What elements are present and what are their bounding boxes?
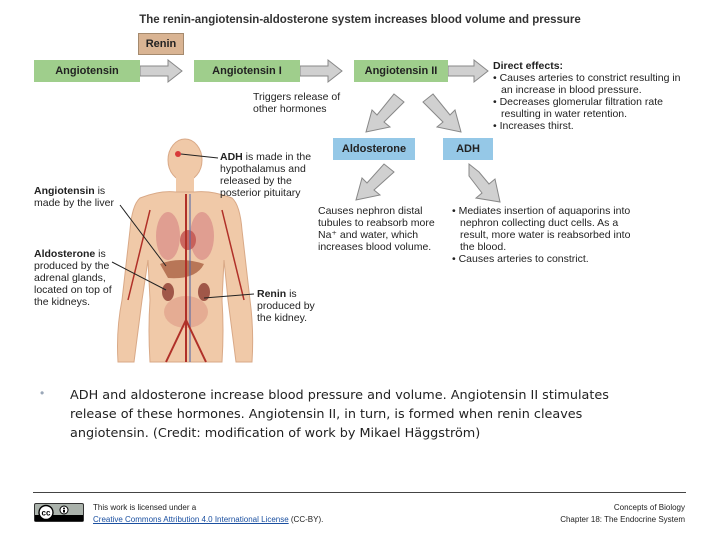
arrow-angiotensin-2-to-effects <box>447 58 489 84</box>
human-body-illustration <box>111 138 255 363</box>
aldosterone-box: Aldosterone <box>333 138 415 160</box>
direct-effects-list: • Causes arteries to constrict resulting… <box>493 72 688 132</box>
angiotensin-label: Angiotensin is made by the liver <box>34 185 114 209</box>
arrow-adh-effect <box>468 162 501 203</box>
aldosterone-effect-line-3: Na⁺ and water, which <box>318 229 419 241</box>
license-suffix: (CC-BY). <box>288 515 324 524</box>
arrow-angiotensin-1-to-angiotensin-2 <box>299 58 343 84</box>
book-credit: Concepts of Biology Chapter 18: The Endo… <box>560 502 685 526</box>
direct-effect-item: • Decreases glomerular filtration rate r… <box>493 96 663 120</box>
figure-caption: ADH and aldosterone increase blood press… <box>70 388 609 441</box>
triggers-note-line-2: other hormones <box>253 103 327 115</box>
diagram-graphics <box>111 58 501 363</box>
cc-license-badge: cc <box>34 503 84 522</box>
direct-effect-item: • Increases thirst. <box>493 120 574 132</box>
footer-divider <box>33 492 686 493</box>
license-prefix: This work is licensed under a <box>93 503 197 512</box>
angiotensin-2-box: Angiotensin II <box>354 60 448 82</box>
adh-label: ADH is made in the hypothalamus and rele… <box>220 151 312 199</box>
cc-badge-text: cc <box>42 509 51 518</box>
adh-box: ADH <box>443 138 493 160</box>
adh-effect-item: • Causes arteries to constrict. <box>452 253 589 265</box>
direct-effects: Direct effects: • Causes arteries to con… <box>493 60 688 132</box>
direct-effect-item: • Causes arteries to constrict resulting… <box>493 72 681 96</box>
cc-icon: cc <box>35 504 83 521</box>
arrow-to-aldosterone <box>365 93 405 133</box>
aldosterone-effect: Causes nephron distal tubules to reabsor… <box>318 205 448 253</box>
aldosterone-label: Aldosterone is produced by the adrenal g… <box>34 248 112 308</box>
direct-effects-heading: Direct effects: <box>493 60 564 72</box>
aldosterone-effect-line-2: tubules to reabsorb more <box>318 217 435 229</box>
caption-bullet: • <box>40 386 45 400</box>
renin-box: Renin <box>138 33 184 55</box>
aldosterone-effect-line-1: Causes nephron distal <box>318 205 423 217</box>
arrow-aldosterone-effect <box>355 163 395 201</box>
aldosterone-effect-line-4: increases blood volume. <box>318 241 432 253</box>
license-text: This work is licensed under a Creative C… <box>93 502 323 526</box>
adh-effect-item: • Mediates insertion of aquaporins into … <box>452 205 631 253</box>
renin-label: Renin is produced by the kidney. <box>257 288 315 324</box>
angiotensin-1-box: Angiotensin I <box>194 60 300 82</box>
angiotensin-box: Angiotensin <box>34 60 140 82</box>
license-link[interactable]: Creative Commons Attribution 4.0 Interna… <box>93 515 289 524</box>
arrow-angiotensin-to-angiotensin-1 <box>139 58 183 84</box>
triggers-note: Triggers release of other hormones <box>253 91 340 115</box>
diagram-title: The renin-angiotensin-aldosterone system… <box>139 14 581 26</box>
triggers-note-line-1: Triggers release of <box>253 91 341 103</box>
adh-effects-list: • Mediates insertion of aquaporins into … <box>452 205 647 265</box>
chapter-title: Chapter 18: The Endocrine System <box>560 515 685 524</box>
arrow-to-adh <box>422 93 462 133</box>
book-title: Concepts of Biology <box>613 503 685 512</box>
